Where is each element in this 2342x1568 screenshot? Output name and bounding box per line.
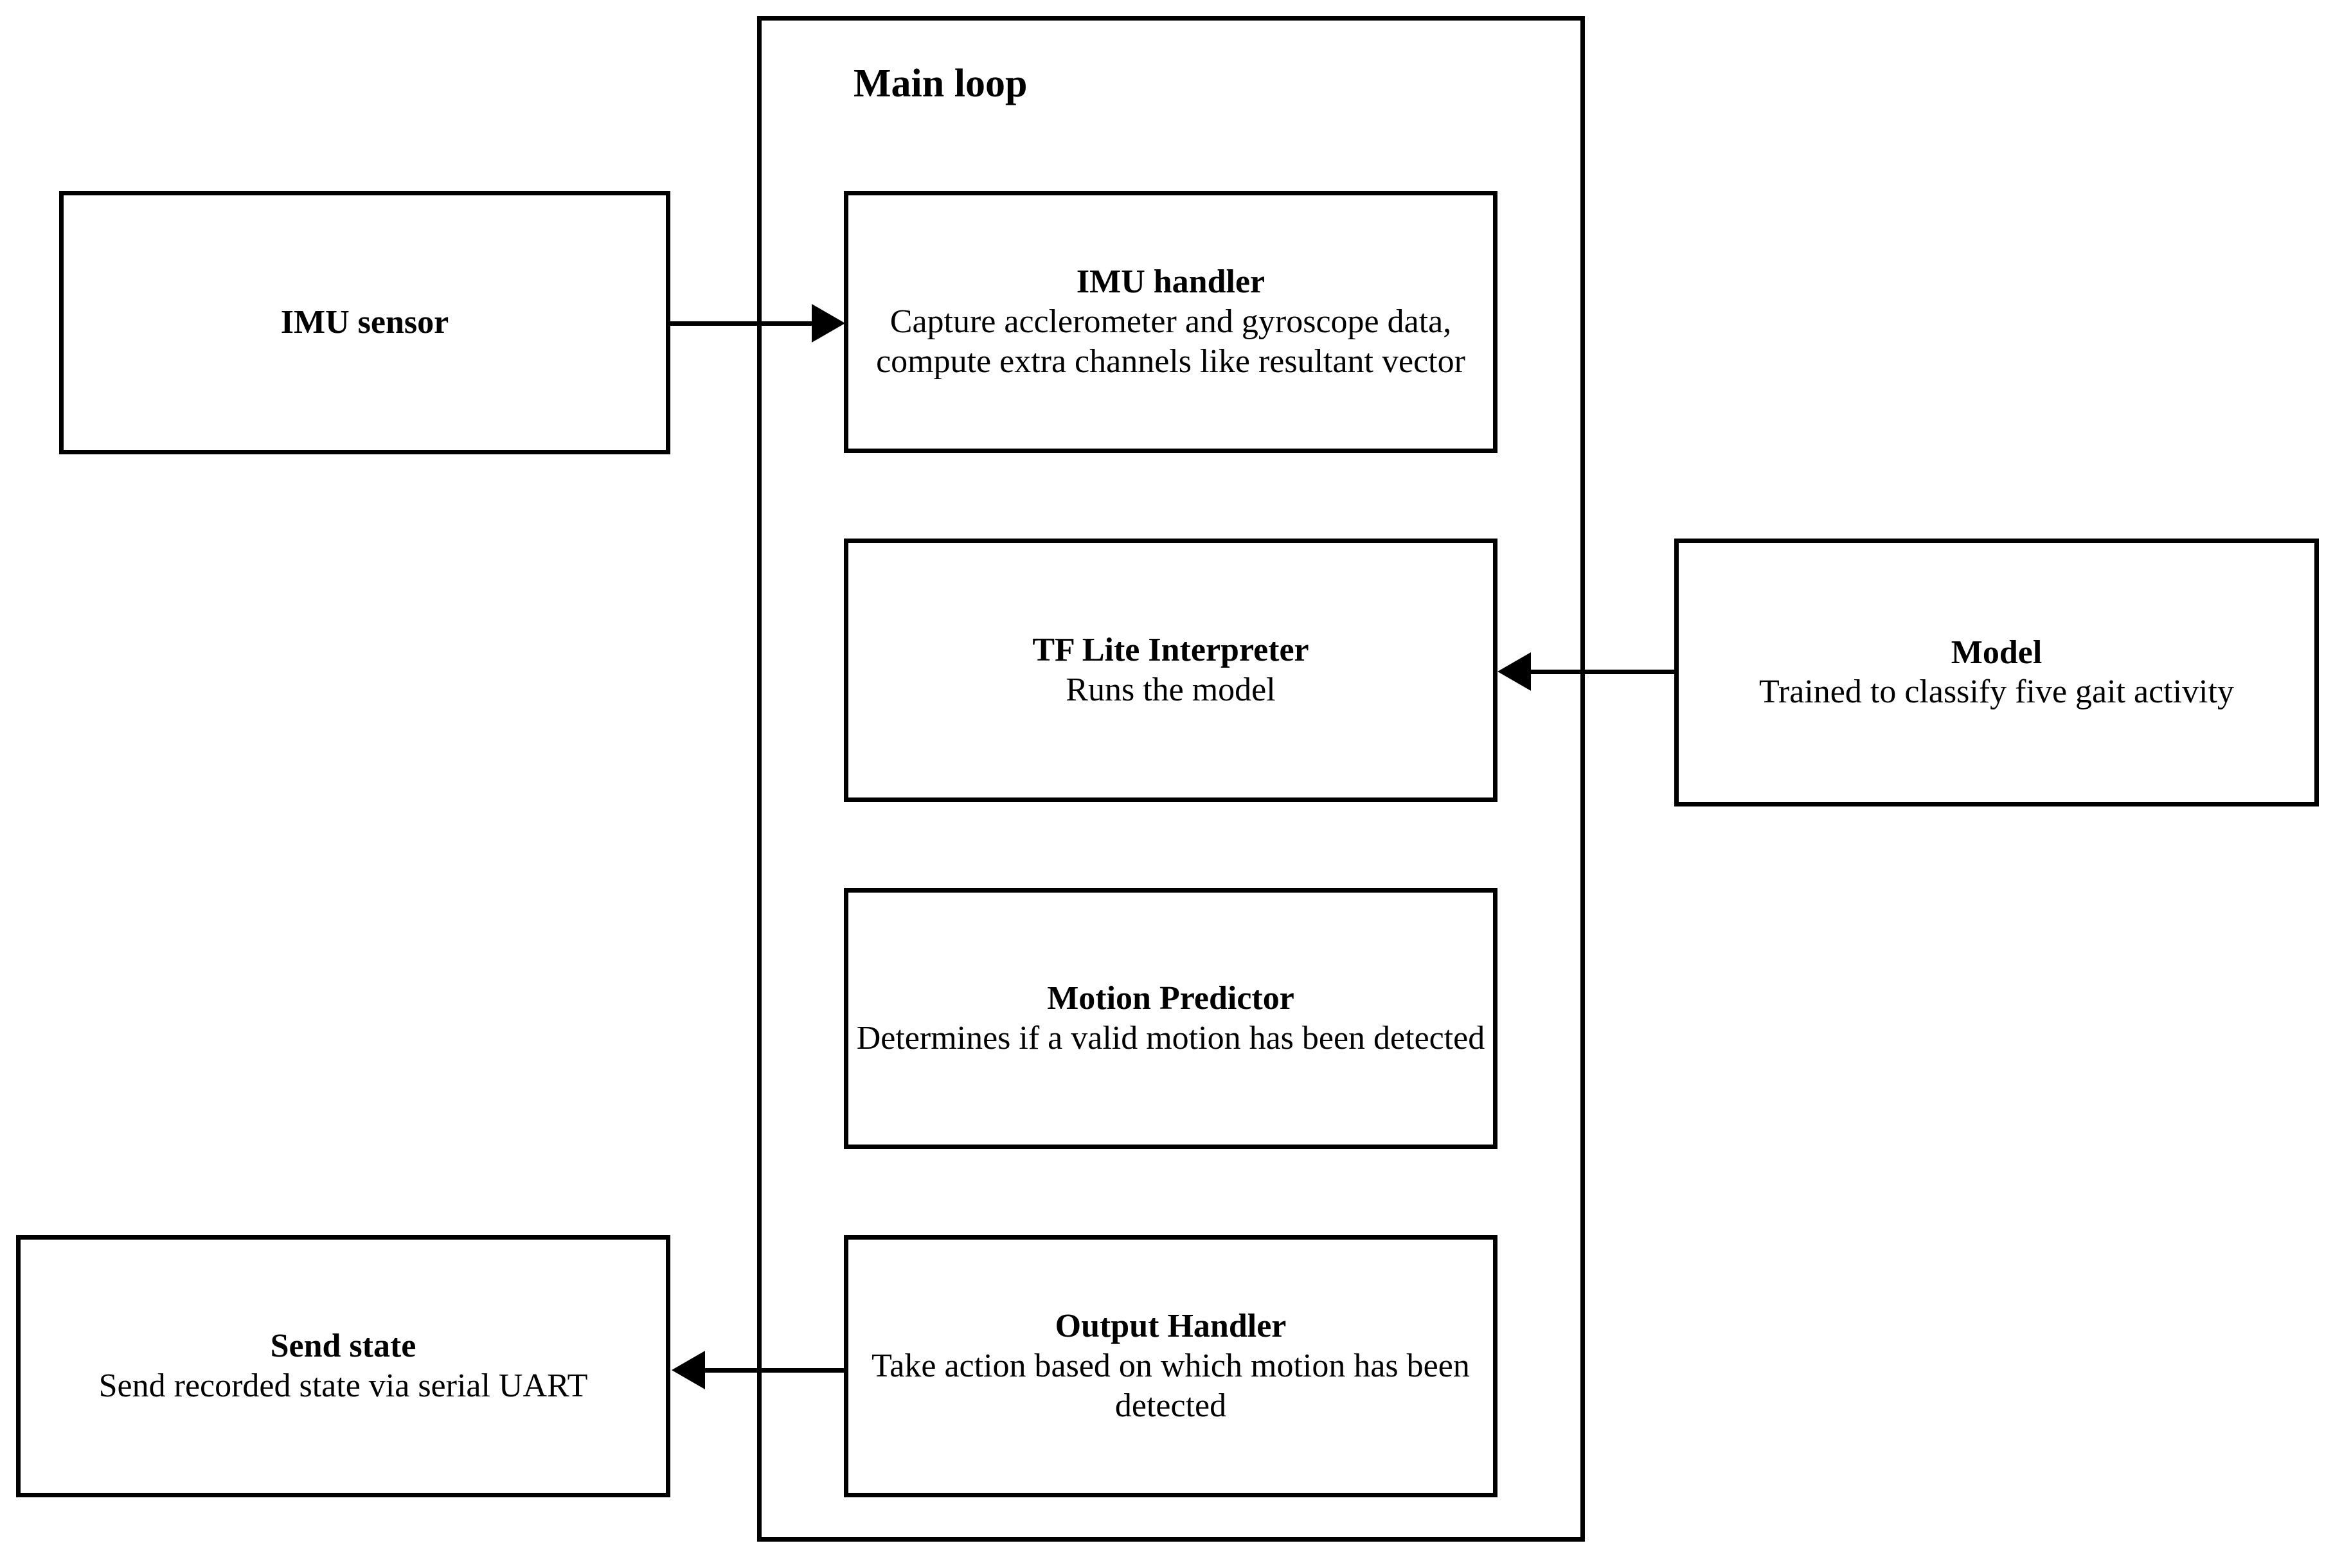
imu-sensor-title: IMU sensor [280, 304, 449, 341]
model-description: Trained to classify five gait activity [1759, 673, 2234, 711]
imu-handler-title: IMU handler [1076, 263, 1265, 301]
send-state-box: Send state Send recorded state via seria… [16, 1235, 670, 1497]
output-handler-title: Output Handler [1055, 1308, 1287, 1345]
main-loop-label: Main loop [854, 62, 1028, 105]
send-state-description: Send recorded state via serial UART [98, 1367, 588, 1404]
imu-handler-box: IMU handler Capture acclerometer and gyr… [844, 191, 1497, 453]
motion-predictor-title: Motion Predictor [1047, 980, 1294, 1017]
tflite-interpreter-description: Runs the model [1066, 671, 1276, 708]
output-handler-box: Output Handler Take action based on whic… [844, 1235, 1497, 1497]
tflite-interpreter-box: TF Lite Interpreter Runs the model [844, 539, 1497, 802]
output-handler-description: Take action based on which motion has be… [872, 1347, 1470, 1424]
model-box: Model Trained to classify five gait acti… [1674, 539, 2319, 806]
arrowhead-left-icon [672, 1351, 705, 1389]
imu-sensor-box: IMU sensor [59, 191, 670, 454]
tflite-interpreter-title: TF Lite Interpreter [1032, 632, 1309, 669]
motion-predictor-box: Motion Predictor Determines if a valid m… [844, 888, 1497, 1149]
motion-predictor-description: Determines if a valid motion has been de… [856, 1019, 1485, 1056]
send-state-title: Send state [270, 1328, 416, 1365]
model-title: Model [1951, 634, 2043, 671]
imu-handler-description: Capture acclerometer and gyroscope data,… [876, 303, 1465, 380]
